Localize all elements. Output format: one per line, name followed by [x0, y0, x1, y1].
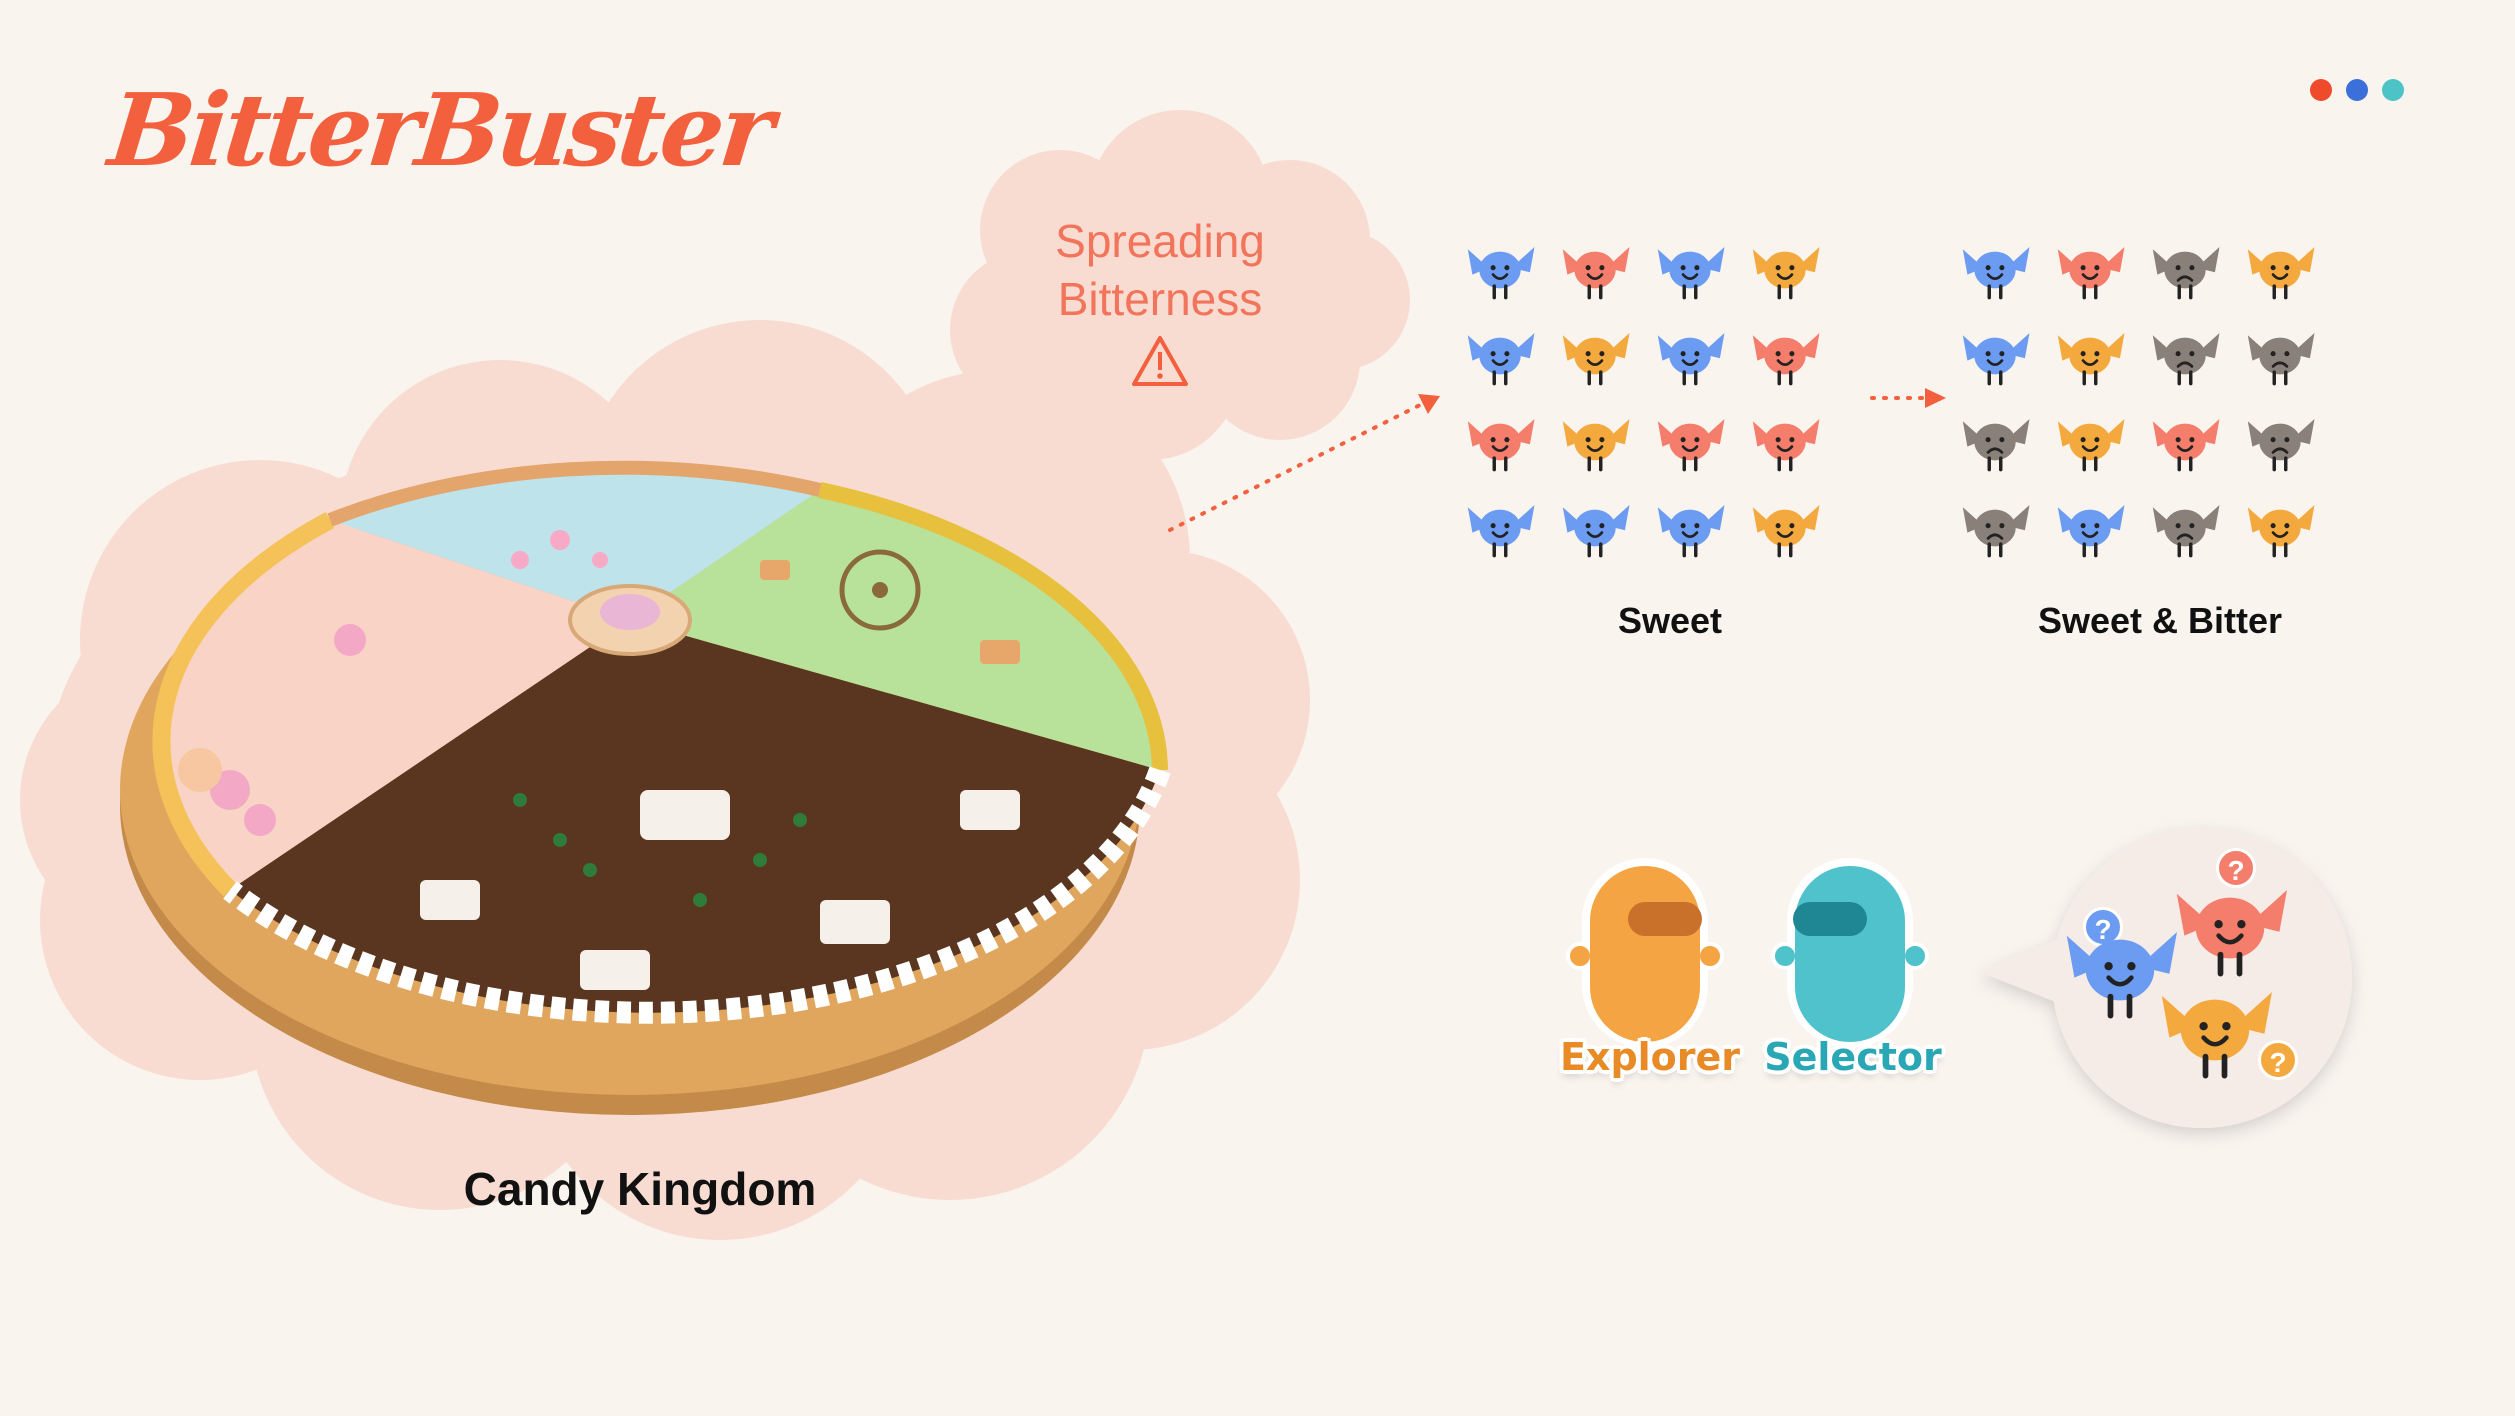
sweet-candy-r4c1	[1467, 505, 1535, 558]
sweet-candy-r1c2	[1562, 247, 1630, 300]
bitter-candy-grid	[1962, 247, 2315, 558]
question-mark-orange: ?	[2258, 1040, 2298, 1080]
bitter-candy-r3c2	[2057, 419, 2125, 472]
bubble-candy-red	[2176, 890, 2287, 977]
selector-label: Selector	[1764, 1035, 1942, 1079]
bitter-candy-r1c1	[1962, 247, 2030, 300]
warning-text: Spreading Bitterness	[990, 212, 1330, 328]
sweet-candy-r4c2	[1562, 505, 1630, 558]
bitter-candy-r2c2	[2057, 333, 2125, 386]
sweet-candy-r1c4	[1752, 247, 1820, 300]
bitter-candy-r1c4	[2247, 247, 2315, 300]
sweet-candy-r1c3	[1657, 247, 1725, 300]
bitter-candy-r4c1	[1962, 505, 2030, 558]
bubble-candy-blue	[2066, 932, 2177, 1019]
bitter-candy-r3c1	[1962, 419, 2030, 472]
explorer-label: Explorer	[1559, 1035, 1741, 1079]
warning-cloud	[950, 110, 1410, 460]
sweet-candy-r1c1	[1467, 247, 1535, 300]
sweet-candy-r4c3	[1657, 505, 1725, 558]
sweet-bitter-caption: Sweet & Bitter	[2037, 600, 2283, 641]
sweet-candy-r2c4	[1752, 333, 1820, 386]
bitter-candy-r2c1	[1962, 333, 2030, 386]
bitter-candy-r4c3	[2152, 505, 2220, 558]
question-mark-red: ?	[2216, 848, 2256, 888]
bitter-candy-r1c3	[2152, 247, 2220, 300]
candy-kingdom-map[interactable]	[0, 0, 1200, 1115]
sweet-candy-r4c4	[1752, 505, 1820, 558]
sweet-candy-r3c4	[1752, 419, 1820, 472]
sweet-candy-r2c2	[1562, 333, 1630, 386]
red-dot[interactable]	[2310, 79, 2332, 101]
sweet-candy-r3c2	[1562, 419, 1630, 472]
bitter-candy-r3c4	[2247, 419, 2315, 472]
bitter-candy-r2c3	[2152, 333, 2220, 386]
warning-triangle-icon	[1132, 336, 1188, 386]
sweet-caption: Sweet	[1617, 600, 1723, 641]
sweet-candy-grid	[1467, 247, 1820, 558]
thought-bubble-candies	[2066, 890, 2287, 1079]
bubble-candy-orange	[2161, 992, 2272, 1079]
bitter-candy-r4c4	[2247, 505, 2315, 558]
warning-line-1: Spreading	[1055, 215, 1265, 267]
bitter-candy-r4c2	[2057, 505, 2125, 558]
bitter-candy-r2c4	[2247, 333, 2315, 386]
sweet-candy-r2c1	[1467, 333, 1535, 386]
selector-character[interactable]	[1755, 850, 1945, 1050]
teal-dot[interactable]	[2382, 79, 2404, 101]
bitter-candy-r3c3	[2152, 419, 2220, 472]
sweet-candy-r2c3	[1657, 333, 1725, 386]
sweet-candy-r3c1	[1467, 419, 1535, 472]
blue-dot[interactable]	[2346, 79, 2368, 101]
explorer-character[interactable]	[1550, 850, 1740, 1050]
warning-line-2: Bitterness	[1057, 273, 1263, 325]
bitter-candy-r1c2	[2057, 247, 2125, 300]
sweet-candy-r3c3	[1657, 419, 1725, 472]
map-caption: Candy Kingdom	[463, 1163, 817, 1215]
